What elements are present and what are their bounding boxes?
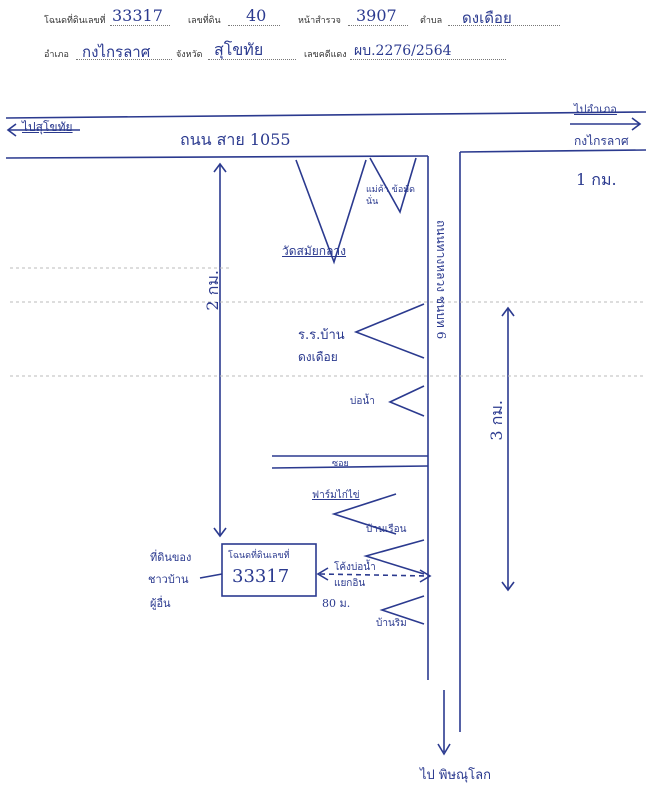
plot-link-arrow-right	[419, 569, 432, 583]
tambon-label: ตำบล	[420, 16, 443, 26]
side-road-bottom	[271, 465, 429, 469]
vertical-road-label: ถนนทางหลวง ชนบท 6	[434, 220, 448, 340]
shop-marker	[369, 157, 417, 215]
plot-box	[221, 543, 317, 597]
house-label-2: โค้งบ่อน้ำ	[334, 562, 376, 573]
school-label-2: ดงเดือย	[298, 350, 338, 364]
right-arrow-head	[631, 117, 642, 131]
deed-number: 33317	[112, 6, 163, 25]
plot-dashed-link	[319, 573, 429, 577]
deed-dots	[110, 25, 170, 26]
dim-left-bottom	[213, 527, 227, 538]
house-label-3: แยกอิน	[334, 578, 366, 589]
amphoe-value: กงไกรลาศ	[82, 43, 151, 61]
highway-top-edge	[5, 111, 647, 119]
tambon-dots	[448, 25, 560, 26]
distance-80m: 80 ม.	[322, 597, 351, 610]
temple-label: วัดสมัยกลาง	[282, 244, 347, 258]
dim-right-top	[501, 306, 515, 317]
dim-right-bottom	[501, 581, 515, 592]
case-dots	[350, 59, 506, 60]
province-dots	[208, 59, 296, 60]
owner-label-2: ชาวบ้าน	[148, 573, 189, 586]
dim-left-top	[213, 162, 227, 173]
survey-dots	[348, 25, 408, 26]
school-label-1: ร.ร.บ้าน	[298, 328, 345, 343]
dist-right-label: 1 กม.	[576, 170, 617, 189]
deed-label: โฉนดที่ดินเลขที่	[44, 16, 106, 26]
dist-right-v-label: 3 กม.	[487, 400, 506, 441]
down-arrow-head	[437, 743, 451, 756]
land-no-label: เลขที่ดิน	[188, 16, 221, 26]
owner-label-1: ที่ดินของ	[150, 551, 192, 564]
plot-number: 33317	[232, 566, 290, 587]
pond-marker	[388, 385, 425, 417]
to-left-label: ไปสุโขทัย	[22, 120, 73, 134]
shop-label: แม่ค้า ข้อมัดนั่น	[366, 185, 416, 207]
farm-marker	[331, 493, 397, 535]
highway-bottom-edge-left	[5, 155, 429, 159]
to-bottom-label: ไป พิษณุโลก	[420, 768, 491, 783]
to-right-label-2: กงไกรลาศ	[574, 134, 629, 148]
case-label: เลขคดีแดง	[304, 50, 347, 60]
land-no-dots	[228, 25, 280, 26]
house-marker-1	[363, 539, 425, 575]
to-right-label-1: ไปอำเภอ	[574, 103, 617, 116]
house-marker-2	[379, 595, 425, 625]
amphoe-label: อำเภอ	[44, 50, 69, 60]
owner-arrow	[199, 573, 223, 579]
plot-link-arrow-left	[316, 567, 329, 581]
house-label-4: บ้านริม	[376, 618, 407, 629]
province-label: จังหวัด	[176, 50, 203, 60]
owner-label-3: ผู้อื่น	[150, 597, 171, 610]
pond-label: บ่อน้ำ	[350, 396, 375, 407]
land-number: 40	[246, 6, 267, 25]
plot-label: โฉนดที่ดินเลขที่	[228, 551, 290, 561]
farm-label: ฟาร์มไก่ไข่	[312, 490, 360, 501]
tambon-value: ดงเดือย	[462, 9, 512, 27]
amphoe-dots	[76, 59, 172, 60]
temple-marker	[295, 159, 367, 265]
case-number: ผบ.2276/2564	[354, 43, 452, 59]
school-marker	[353, 303, 425, 359]
highway-bottom-edge-right	[459, 149, 647, 153]
survey-number: 3907	[356, 6, 397, 25]
province-value: สุโขทัย	[214, 40, 264, 59]
dist-left-label: 2 กม.	[203, 270, 222, 311]
left-arrow-head	[6, 123, 17, 137]
survey-label: หน้าสำรวจ	[298, 16, 341, 26]
side-road-label: ซอย	[332, 459, 349, 469]
highway-label: ถนน สาย 1055	[180, 130, 291, 149]
house-label-1: บ้านเรือน	[366, 524, 407, 535]
